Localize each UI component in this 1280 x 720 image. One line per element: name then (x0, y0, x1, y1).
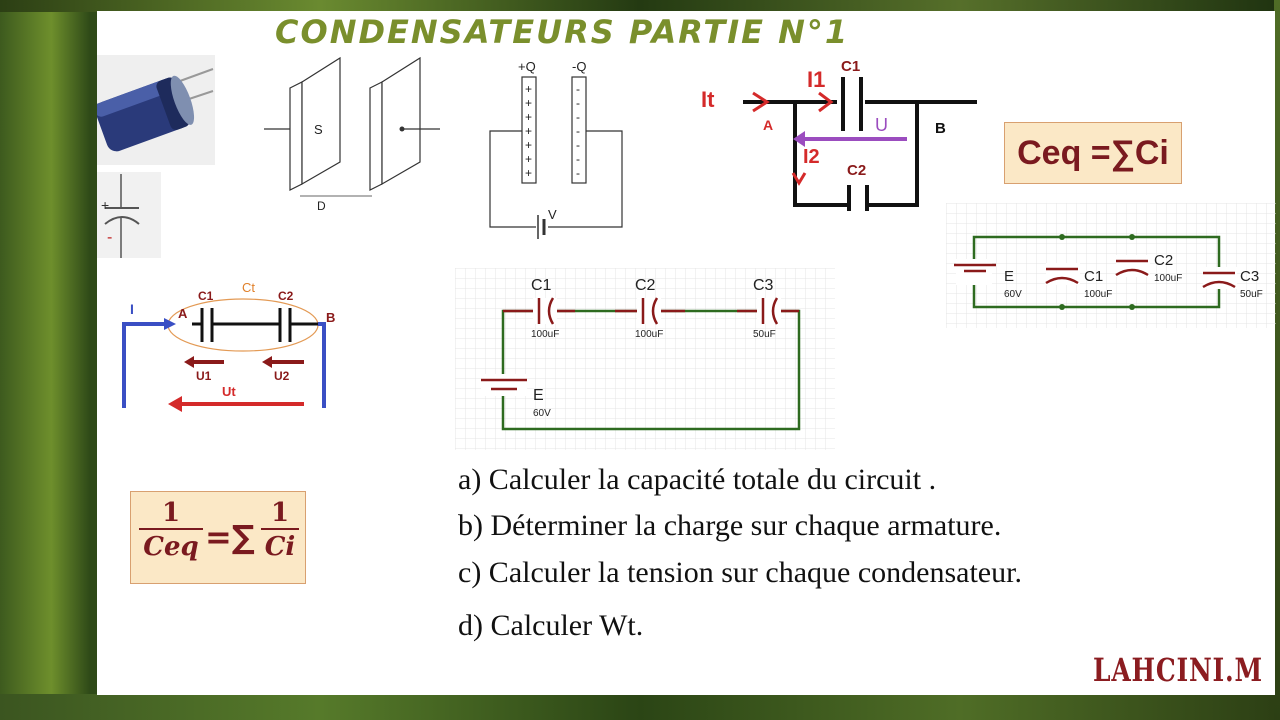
source-value: 60V (1004, 289, 1022, 300)
formula-denominator-right: Ci (261, 528, 299, 564)
symbol-plus: + (101, 197, 109, 213)
svg-text:-: - (576, 96, 580, 110)
series-c3-value: 50uF (753, 329, 776, 340)
label-it: It (701, 87, 715, 112)
capacitor-symbol: + - (97, 172, 161, 258)
series-c1-value: 100uF (531, 329, 559, 340)
label-i: I (130, 301, 134, 317)
svg-text:+: + (525, 96, 532, 110)
c3-label: C3 (1240, 268, 1259, 285)
c1-label: C1 (1084, 268, 1103, 285)
c2-value: 100uF (1154, 273, 1182, 284)
series-c2: C2 (278, 289, 294, 303)
capacitor-photo (94, 55, 215, 165)
svg-text:+: + (525, 152, 532, 166)
svg-text:+: + (525, 138, 532, 152)
node-a: A (763, 117, 773, 133)
distance-label: D (317, 199, 326, 213)
question-c: c) Calculer la tension sur chaque conden… (458, 556, 1022, 589)
background-forest-bottom (0, 694, 1280, 720)
formula-parallel: Ceq =∑Ci (1004, 122, 1182, 184)
svg-text:-: - (576, 82, 580, 96)
series-c3-label: C3 (753, 277, 774, 294)
source-label: E (1004, 268, 1014, 285)
label-u1: U1 (196, 369, 212, 383)
area-label: S (314, 122, 323, 137)
svg-text:-: - (576, 166, 580, 180)
label-i2: I2 (803, 146, 820, 168)
background-forest (0, 0, 1280, 12)
formula-denominator-left: Ceq (139, 528, 203, 564)
svg-text:+: + (525, 110, 532, 124)
series-circuit: C1 100uF C2 100uF C3 50uF E 60V (455, 268, 835, 450)
svg-text:+: + (525, 124, 532, 138)
series-diagram-sketch: Ct I A C1 C2 B U1 U2 Ut (122, 280, 335, 412)
svg-text:-: - (576, 152, 580, 166)
formula-numerator-left: 1 (161, 498, 181, 528)
plus-q-label: +Q (518, 59, 536, 74)
label-ct: Ct (242, 280, 255, 295)
formula-series: 1 Ceq =∑ 1 Ci (130, 491, 306, 584)
parallel-circuit: E 60V C1 100uF C2 100uF C3 50uF (946, 203, 1276, 328)
svg-text:-: - (576, 110, 580, 124)
label-u: U (875, 115, 888, 135)
voltage-label: V (548, 207, 557, 222)
question-d: d) Calculer Wt. (458, 609, 644, 642)
background-forest-right (1274, 0, 1280, 720)
question-a: a) Calculer la capacité totale du circui… (458, 463, 937, 496)
series-source-label: E (533, 387, 544, 404)
c3-value: 50uF (1240, 289, 1263, 300)
minus-q-label: -Q (572, 59, 586, 74)
symbol-minus: - (107, 229, 112, 246)
c2-label: C2 (1154, 252, 1173, 269)
series-c1-label: C1 (531, 277, 552, 294)
slide-title: CONDENSATEURS PARTIE N°1 (275, 13, 850, 51)
formula-operator: =∑ (205, 518, 255, 556)
svg-text:-: - (576, 124, 580, 138)
series-c2-value: 100uF (635, 329, 663, 340)
svg-text:+: + (525, 166, 532, 180)
series-source-value: 60V (533, 408, 551, 419)
series-node-b: B (326, 310, 335, 325)
label-ut: Ut (222, 384, 236, 399)
svg-text:-: - (576, 138, 580, 152)
label-i1: I1 (807, 67, 825, 92)
question-b: b) Déterminer la charge sur chaque armat… (458, 509, 1002, 542)
label-c2: C2 (847, 162, 866, 179)
svg-text:+: + (525, 82, 532, 96)
formula-numerator-right: 1 (270, 498, 290, 528)
charged-plates-diagram: +Q -Q +++++++ ------- V (489, 59, 623, 239)
series-node-a: A (178, 306, 188, 321)
plates-diagram: S D (264, 56, 440, 213)
series-c2-label: C2 (635, 277, 656, 294)
label-c1: C1 (841, 58, 860, 75)
author-signature: LAHCINI.M (1093, 651, 1263, 689)
c1-value: 100uF (1084, 289, 1112, 300)
series-c1: C1 (198, 289, 214, 303)
parallel-diagram-sketch: It I1 C1 A B C2 U I2 (701, 58, 977, 211)
node-b: B (935, 120, 946, 137)
label-u2: U2 (274, 369, 290, 383)
